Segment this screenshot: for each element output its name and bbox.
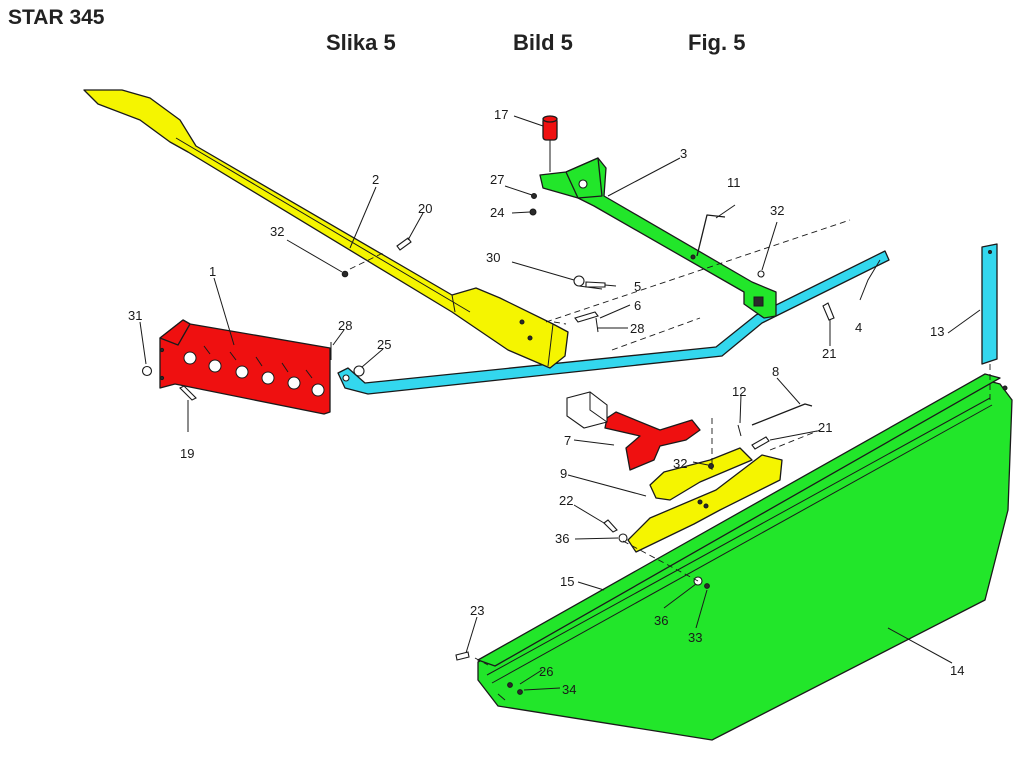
part-32-nut-top <box>341 270 349 278</box>
callout-15: 15 <box>560 574 574 589</box>
callout-31: 31 <box>128 308 142 323</box>
callout-20: 20 <box>418 201 432 216</box>
callout-26: 26 <box>539 664 553 679</box>
part-4-rod <box>337 250 890 395</box>
callout-17: 17 <box>494 107 508 122</box>
callout-28-right: 28 <box>630 321 644 336</box>
callout-19: 19 <box>180 446 194 461</box>
part-1-plate <box>159 319 331 415</box>
part-28-pin-right <box>595 317 599 333</box>
callout-24: 24 <box>490 205 504 220</box>
part-25-washer <box>353 365 365 377</box>
callout-7: 7 <box>564 433 571 448</box>
callout-9: 9 <box>560 466 567 481</box>
figure-label-german: Bild 5 <box>513 30 573 55</box>
part-8-rod <box>751 403 813 426</box>
callout-28-left: 28 <box>338 318 352 333</box>
part-22-bolt <box>603 519 618 533</box>
part-36-washer-a <box>618 533 628 543</box>
callout-32-lower: 32 <box>673 456 687 471</box>
hardware <box>141 193 835 666</box>
callout-21-frame: 21 <box>822 346 836 361</box>
part-2-body <box>83 89 569 369</box>
part-7-body <box>604 411 701 471</box>
callout-14: 14 <box>950 663 964 678</box>
part-24-nut <box>529 208 537 216</box>
callout-1: 1 <box>209 264 216 279</box>
callout-2: 2 <box>372 172 379 187</box>
callout-5: 5 <box>634 279 641 294</box>
callout-36-left: 36 <box>555 531 569 546</box>
part-30-pin-head <box>573 275 585 287</box>
part-14-body <box>477 379 1013 741</box>
assembly-lines <box>349 219 851 582</box>
callout-34: 34 <box>562 682 576 697</box>
part-14-cover-panel <box>477 373 1013 741</box>
callout-32-top: 32 <box>270 224 284 239</box>
part-27-washer <box>531 193 537 199</box>
callout-32-frame: 32 <box>770 203 784 218</box>
figure-label-croatian: Slika 5 <box>326 30 396 55</box>
part-3-body <box>539 157 777 319</box>
part-9-bracket <box>627 418 783 553</box>
part-21-bolt-lower <box>751 436 770 450</box>
part-4-body <box>337 250 890 395</box>
part-3-frame <box>539 157 777 319</box>
part-17-cap <box>542 115 558 172</box>
part-13-strip <box>981 243 998 400</box>
callout-30: 30 <box>486 250 500 265</box>
callout-4: 4 <box>855 320 862 335</box>
figure-label-english: Fig. 5 <box>688 30 746 55</box>
part-32-nut-lower <box>708 463 714 469</box>
callout-22: 22 <box>559 493 573 508</box>
callout-8: 8 <box>772 364 779 379</box>
callout-13: 13 <box>930 324 944 339</box>
part-19-bolt <box>179 385 197 401</box>
callout-3: 3 <box>680 146 687 161</box>
part-6-pin <box>574 311 599 323</box>
part-12-pin <box>737 424 742 437</box>
callout-25: 25 <box>377 337 391 352</box>
model-title: STAR 345 <box>8 6 105 29</box>
callout-23: 23 <box>470 603 484 618</box>
leader-lines <box>139 115 981 691</box>
part-33-nut <box>704 583 710 589</box>
callout-33: 33 <box>688 630 702 645</box>
callout-11: 11 <box>727 175 741 190</box>
part-11-handle <box>696 214 726 257</box>
part-14-top-edge <box>477 373 1001 667</box>
callout-27: 27 <box>490 172 504 187</box>
callout-36-panel: 36 <box>654 613 668 628</box>
part-21-bolt-frame <box>822 302 835 321</box>
part-5-pin <box>585 281 606 288</box>
part-7-bracket <box>604 411 701 471</box>
part-31-nut <box>141 365 153 377</box>
callout-labels: 1 2 3 4 5 6 7 8 9 11 12 13 14 15 17 19 2… <box>128 107 964 697</box>
callout-21-lower: 21 <box>818 420 832 435</box>
part-13-body <box>981 243 998 365</box>
part-20-bolt <box>396 237 412 251</box>
callout-12: 12 <box>732 384 746 399</box>
part-32-nut-frame <box>757 270 765 278</box>
callout-6: 6 <box>634 298 641 313</box>
part-9-body <box>627 454 783 553</box>
part-23-bolt <box>455 651 470 661</box>
part-2-arm <box>83 89 569 369</box>
part-sleeve <box>566 391 608 429</box>
